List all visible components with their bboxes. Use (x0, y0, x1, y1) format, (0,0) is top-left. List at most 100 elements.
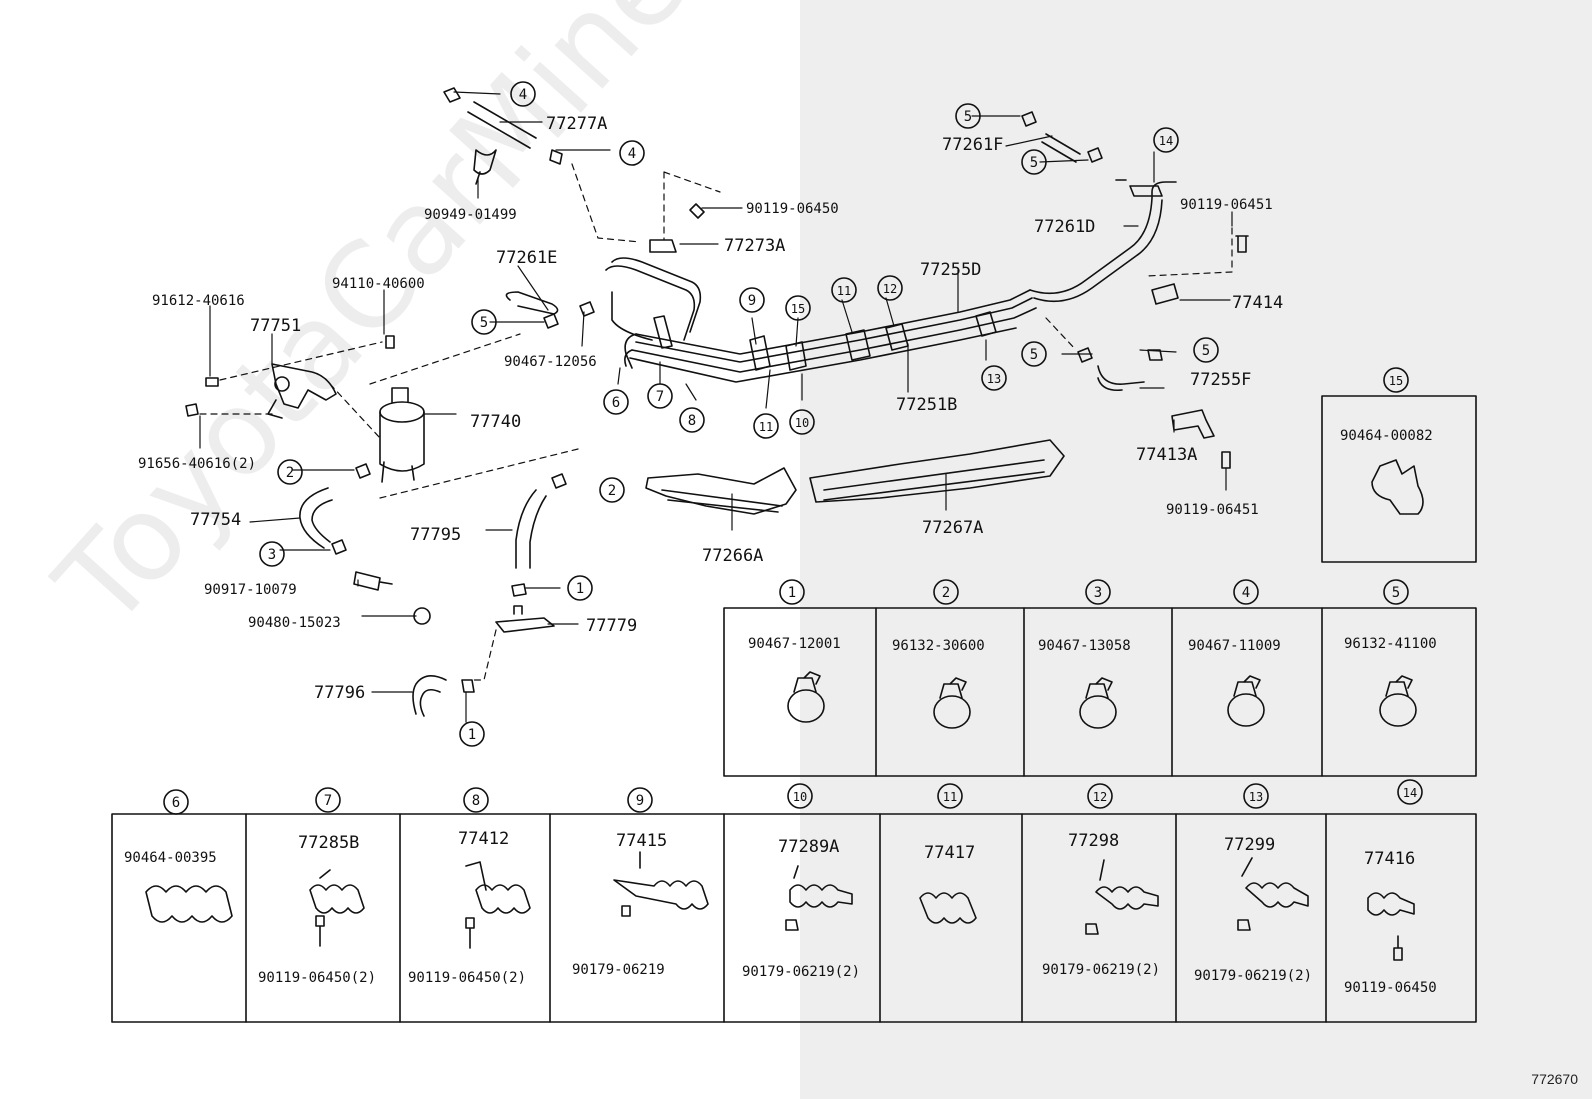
detail-box-part: 90464-00082 (1340, 428, 1433, 444)
detail-box-part: 90464-00395 (124, 850, 217, 866)
part-label-77251B: 77251B (896, 395, 957, 415)
callout-5: 5 (1202, 343, 1210, 359)
part-label-77261F: 77261F (942, 135, 1003, 155)
part-label-90480-15023: 90480-15023 (248, 615, 341, 631)
callout-2: 2 (286, 465, 294, 481)
fuel-pipe-assembly (624, 111, 1249, 469)
callout-11: 11 (837, 284, 851, 298)
detail-box-number: 7 (324, 793, 332, 809)
part-label-77273A: 77273A (724, 236, 785, 256)
callout-5: 5 (1030, 347, 1038, 363)
part-label-90949-01499: 90949-01499 (424, 207, 517, 223)
detail-box-part: 77412 (458, 829, 509, 849)
detail-box-part: 90467-13058 (1038, 638, 1131, 654)
part-label-77796: 77796 (314, 683, 365, 703)
clamp-icon (443, 87, 461, 103)
part-label-77754: 77754 (190, 510, 241, 530)
part-label-77267A: 77267A (922, 518, 983, 538)
detail-box-part: 96132-30600 (892, 638, 985, 654)
part-label-77751: 77751 (250, 316, 301, 336)
detail-box-number: 4 (1242, 585, 1250, 601)
part-label-77255F: 77255F (1190, 370, 1251, 390)
part-label-77414: 77414 (1232, 293, 1283, 313)
detail-box-number: 8 (472, 793, 480, 809)
detail-box-part: 77417 (924, 843, 975, 863)
protector-plates (645, 439, 1065, 515)
callout-6: 6 (612, 395, 620, 411)
callout-1: 1 (576, 581, 584, 597)
part-label-77266A: 77266A (702, 546, 763, 566)
detail-box-number: 6 (172, 795, 180, 811)
pipe-clamp-drawings (145, 851, 1415, 961)
detail-box-number: 13 (1249, 790, 1263, 804)
part-label-77261E: 77261E (496, 248, 557, 268)
part-label-77277A: 77277A (546, 114, 607, 134)
hose-clamp-drawings (787, 671, 1417, 729)
detail-row-2-frame (111, 779, 1477, 1023)
pipe-clamp-icon (749, 335, 771, 371)
bracket-icon (649, 239, 677, 253)
detail-box-sub-part: 90179-06219(2) (1042, 962, 1160, 978)
callout-circles (259, 81, 1219, 747)
part-label-91656-40616: 91656-40616(2) (138, 456, 256, 472)
part-label-90119-06450: 90119-06450 (746, 201, 839, 217)
part-label-90119-06451: 90119-06451 (1166, 502, 1259, 518)
clamp-icon (549, 149, 563, 165)
detail-box-number: 2 (942, 585, 950, 601)
detail-box-number: 9 (636, 793, 644, 809)
callout-2: 2 (608, 483, 616, 499)
detail-box-number: 10 (793, 790, 807, 804)
part-label-94110-40600: 94110-40600 (332, 276, 425, 292)
callout-13: 13 (987, 372, 1001, 386)
callout-12: 12 (883, 282, 897, 296)
detail-box-part: 77416 (1364, 849, 1415, 869)
callout-15: 15 (791, 302, 805, 316)
detail-box-15 (1321, 367, 1477, 563)
detail-box-number: 1 (788, 585, 796, 601)
callout-7: 7 (656, 389, 664, 405)
callout-8: 8 (688, 413, 696, 429)
solid-leaders (199, 91, 1233, 723)
part-label-90917-10079: 90917-10079 (204, 582, 297, 598)
callout-5: 5 (964, 109, 972, 125)
dashed-leaders (199, 163, 1233, 681)
detail-box-part: 77415 (616, 831, 667, 851)
part-label-77255D: 77255D (920, 260, 981, 280)
detail-box-part: 90467-12001 (748, 636, 841, 652)
detail-box-sub-part: 90179-06219 (572, 962, 665, 978)
callout-5: 5 (1030, 155, 1038, 171)
detail-box-sub-part: 90179-06219(2) (742, 964, 860, 980)
callout-10: 10 (795, 416, 809, 430)
detail-box-number: 11 (943, 790, 957, 804)
background-panel (800, 0, 1592, 1099)
detail-box-number: 3 (1094, 585, 1102, 601)
part-label-77261D: 77261D (1034, 217, 1095, 237)
part-label-90119-06451: 90119-06451 (1180, 197, 1273, 213)
part-label-90467-12056: 90467-12056 (504, 354, 597, 370)
callout-9: 9 (748, 293, 756, 309)
detail-box-part: 77285B (298, 833, 359, 853)
detail-box-part: 77299 (1224, 835, 1275, 855)
part-label-77779: 77779 (586, 616, 637, 636)
part-label-77795: 77795 (410, 525, 461, 545)
detail-box-number: 14 (1403, 786, 1417, 800)
callout-4: 4 (628, 146, 636, 162)
detail-box-number: 15 (1389, 374, 1403, 388)
callout-1: 1 (468, 727, 476, 743)
detail-box-number: 5 (1392, 585, 1400, 601)
detail-box-sub-part: 90179-06219(2) (1194, 968, 1312, 984)
detail-box-number: 12 (1093, 790, 1107, 804)
callout-4: 4 (519, 87, 527, 103)
callout-14: 14 (1159, 134, 1173, 148)
detail-row-1-frame (723, 579, 1477, 777)
detail-box-part: 77298 (1068, 831, 1119, 851)
detail-box-sub-part: 90119-06450(2) (408, 970, 526, 986)
callout-3: 3 (268, 547, 276, 563)
diagram-reference-number: 772670 (1531, 1071, 1578, 1087)
callout-5: 5 (480, 315, 488, 331)
detail-box-sub-part: 90119-06450(2) (258, 970, 376, 986)
detail-box-part: 77289A (778, 837, 839, 857)
detail-box-sub-part: 90119-06450 (1344, 980, 1437, 996)
